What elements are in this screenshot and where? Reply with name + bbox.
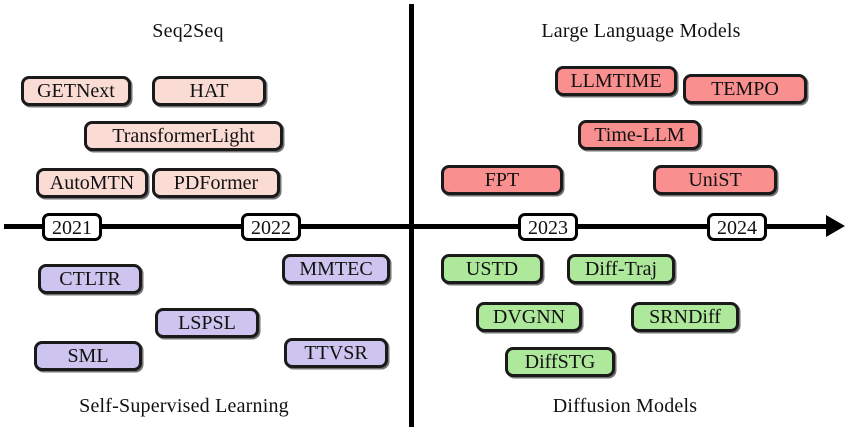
model-box-time-llm[interactable]: Time-LLM <box>578 120 701 150</box>
model-box-srndiff[interactable]: SRNDiff <box>631 302 739 332</box>
model-box-lspsl[interactable]: LSPSL <box>155 308 259 338</box>
quadrant-title-diffusion: Diffusion Models <box>552 395 698 417</box>
year-label-2022: 2022 <box>241 213 301 241</box>
model-box-diff-traj[interactable]: Diff-Traj <box>567 254 675 284</box>
model-box-dvgnn[interactable]: DVGNN <box>476 302 582 332</box>
model-box-unist[interactable]: UniST <box>653 165 777 195</box>
model-box-getnext[interactable]: GETNext <box>21 76 131 106</box>
quadrant-title-llm: Large Language Models <box>541 20 741 42</box>
model-box-ustd[interactable]: USTD <box>441 254 543 284</box>
model-box-sml[interactable]: SML <box>34 341 142 371</box>
year-label-2023: 2023 <box>518 213 578 241</box>
model-box-transformerlight[interactable]: TransformerLight <box>84 121 283 151</box>
quadrant-title-ssl: Self-Supervised Learning <box>79 395 289 417</box>
vertical-divider-line <box>409 4 414 427</box>
model-box-mmtec[interactable]: MMTEC <box>282 254 390 284</box>
model-box-fpt[interactable]: FPT <box>441 165 563 195</box>
model-box-ctltr[interactable]: CTLTR <box>38 264 142 294</box>
model-box-hat[interactable]: HAT <box>152 76 266 106</box>
model-box-llmtime[interactable]: LLMTIME <box>555 66 677 96</box>
model-box-diffstg[interactable]: DiffSTG <box>505 347 615 377</box>
timeline-arrow-icon <box>826 215 845 237</box>
model-box-pdformer[interactable]: PDFormer <box>152 168 280 198</box>
model-box-ttvsr[interactable]: TTVSR <box>284 338 388 368</box>
timeline-axis-line <box>4 224 832 229</box>
model-box-tempo[interactable]: TEMPO <box>683 74 807 104</box>
year-label-2021: 2021 <box>42 213 102 241</box>
quadrant-title-seq2seq: Seq2Seq <box>152 20 224 42</box>
model-box-automtn[interactable]: AutoMTN <box>36 168 148 198</box>
year-label-2024: 2024 <box>707 213 767 241</box>
